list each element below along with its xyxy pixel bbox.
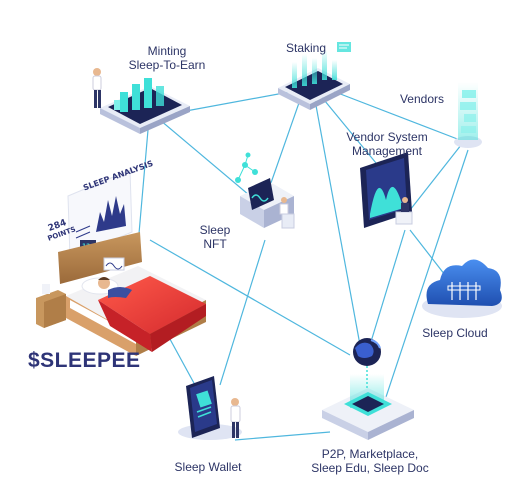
sleep-nft-label: Sleep NFT [190,223,240,251]
link-staking-hub [314,99,361,346]
link-staking-vendors [329,89,461,141]
sleep-cloud-icon [422,259,502,318]
hub-label-line2: Sleep Edu, Sleep Doc [311,461,429,475]
minting-platform [92,68,190,134]
minting-label-line1: Minting [147,44,187,58]
link-nft-wallet [219,239,266,386]
vendors-label: Vendors [399,92,445,106]
vendors-tower [454,82,482,148]
link-bed-globe [149,239,351,356]
vendor-system-screen [360,152,413,228]
link-vendorsys-cloud [409,229,446,276]
link-minting-nft [159,119,256,201]
staking-label: Staking [285,41,327,55]
hub-label: P2P, Marketplace, Sleep Edu, Sleep Doc [300,447,440,475]
sleep-nft-label-line2: NFT [203,237,227,251]
brand-title: $SLEEPEE [28,349,141,372]
link-vendors-hub [384,149,469,401]
minting-label-line2: Sleep-To-Earn [128,58,206,72]
sleep-nft-label-line1: Sleep [199,223,231,237]
vendor-system-label-line2: Management [351,144,423,158]
link-wallet-hub [234,431,331,441]
minting-label: Minting Sleep-To-Earn [112,44,222,72]
vendor-system-label-line1: Vendor System [346,130,428,144]
sleep-wallet-label: Sleep Wallet [174,460,242,474]
bed-scene [36,232,206,356]
link-vendorsys-hub [369,229,406,346]
hub-label-line1: P2P, Marketplace, [321,447,419,461]
staking-platform [278,42,351,110]
connection-lines [137,89,469,441]
sleep-cloud-label: Sleep Cloud [422,326,488,340]
link-vendors-vendorsys [409,139,466,211]
hub-platform [322,338,414,440]
sleep-nft-device [235,152,295,229]
link-minting-bed [137,129,149,246]
vendor-system-label: Vendor System Management [332,130,442,158]
sleep-wallet-device [178,376,242,440]
